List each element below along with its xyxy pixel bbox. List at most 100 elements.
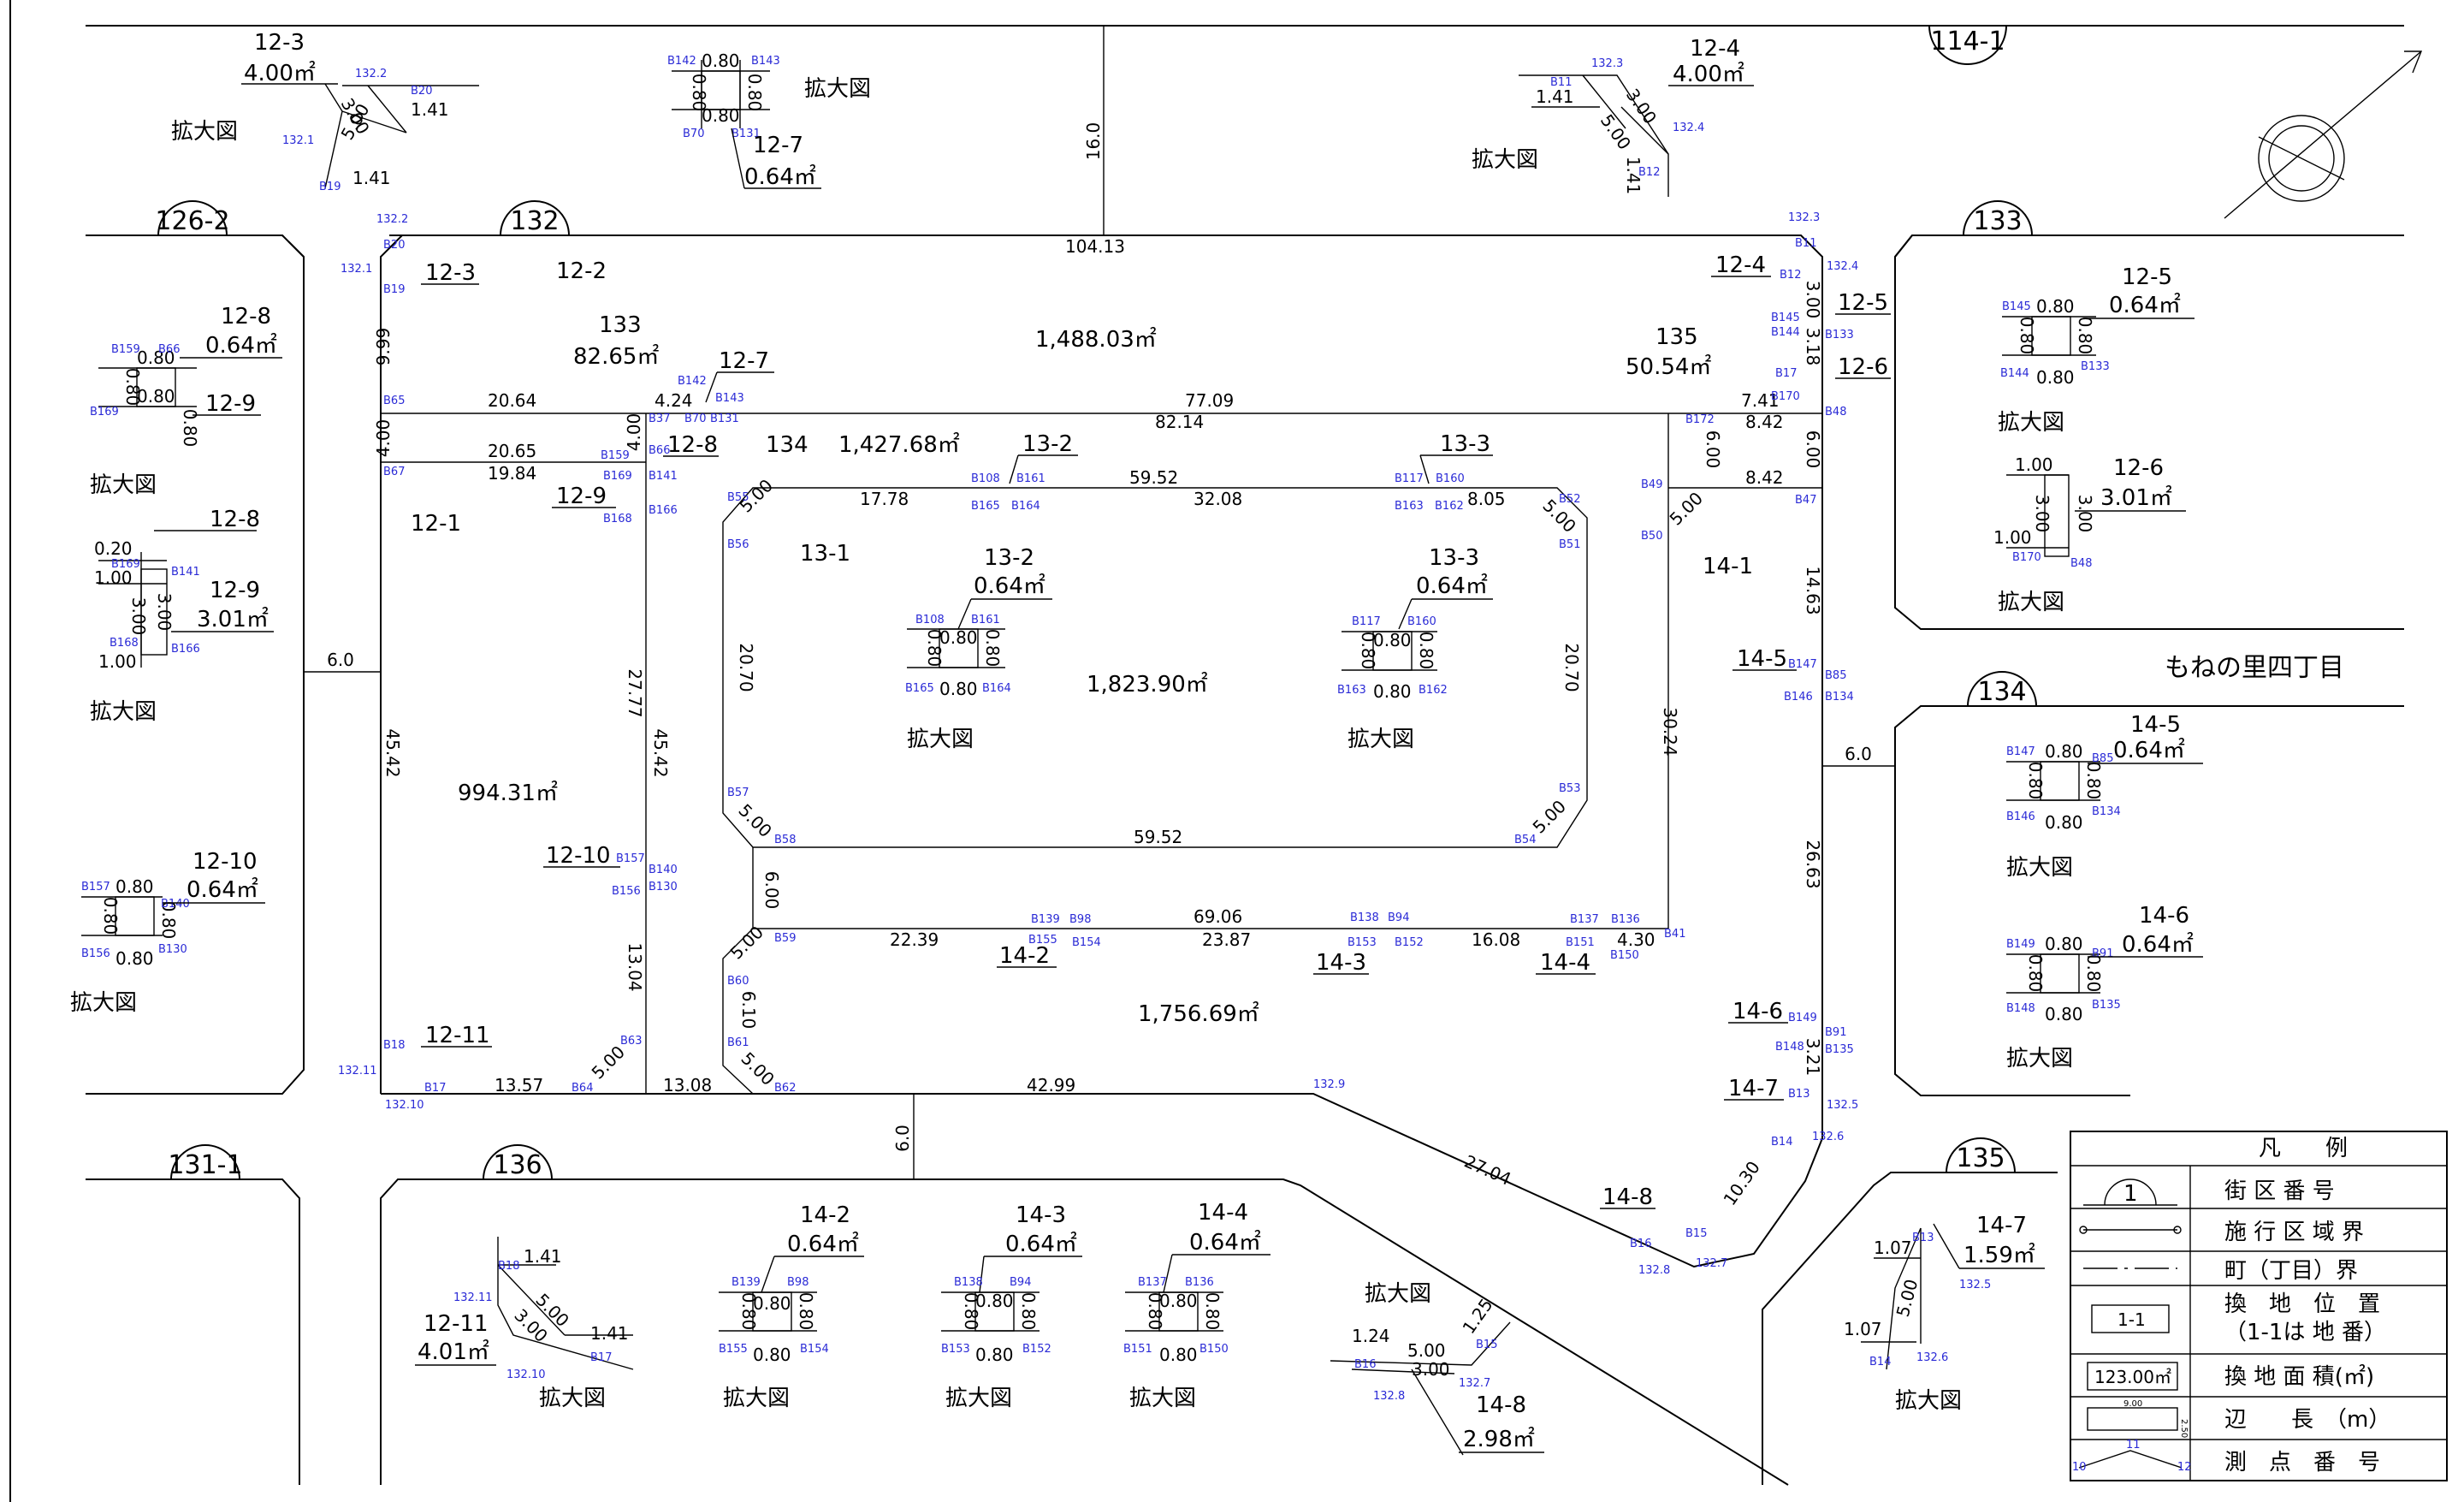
- legend-row-block-number: 街 区 番 号: [2224, 1178, 2335, 1204]
- dim: 9.99: [373, 328, 394, 366]
- inset-area: 0.64㎡: [2113, 738, 2185, 763]
- pt: 132.3: [1591, 57, 1623, 70]
- inset-14-6: 0.80 0.80 0.80 0.80 B149 B91 B148 B135 1…: [2006, 903, 2203, 1072]
- pt: B153: [941, 1343, 970, 1356]
- pt: B94: [1010, 1276, 1031, 1289]
- pt: B85: [1825, 669, 1846, 682]
- inset-12-3: 12-3 4.00㎡ 3.00 5.00 1.41 1.41 132.1 132…: [171, 30, 479, 193]
- pt: 132.2: [376, 213, 408, 226]
- dim: 14.63: [1803, 566, 1823, 614]
- inset-tag: 13-2: [984, 545, 1034, 571]
- pt: B12: [1638, 166, 1660, 179]
- legend-symbol-length-side: 2.50: [2179, 1419, 2189, 1438]
- pt: B16: [1354, 1358, 1376, 1371]
- lot-12-2: 12-2: [556, 258, 607, 284]
- pt: B168: [603, 513, 632, 525]
- inset-dim: 0.80: [2045, 1004, 2083, 1024]
- inset-area: 0.64㎡: [2122, 932, 2194, 958]
- pt: B145: [1771, 312, 1800, 324]
- pt: B150: [1199, 1343, 1229, 1356]
- inset-area: 0.64㎡: [787, 1232, 859, 1257]
- pt: B170: [1771, 390, 1800, 403]
- pt: B63: [620, 1035, 642, 1048]
- inset-enlarged-label: 拡大図: [2006, 1046, 2073, 1072]
- inset-dim: 3.00: [1412, 1359, 1450, 1380]
- pt: B133: [2081, 360, 2110, 373]
- pt: B161: [971, 614, 1000, 626]
- pt: B56: [727, 538, 749, 551]
- pt: B19: [319, 181, 341, 193]
- pt: B108: [971, 472, 1000, 485]
- inset-enlarged-label: 拡大図: [90, 472, 157, 498]
- dim: 4.30: [1617, 929, 1656, 950]
- tag-12-10: 12-10: [546, 843, 611, 869]
- dim: 59.52: [1129, 467, 1178, 488]
- pt: 132.4: [1827, 260, 1858, 273]
- lot-133: 133: [599, 312, 642, 338]
- pt: B169: [603, 470, 632, 483]
- inset-14-2: 14-2 0.64㎡ 0.80 0.80 0.80 0.80 B139 B98 …: [719, 1202, 864, 1411]
- inset-dim: 0.80: [753, 1293, 791, 1314]
- dim: 8.05: [1467, 489, 1506, 509]
- dim: 4.00: [373, 419, 394, 458]
- pt: B52: [1559, 493, 1580, 506]
- north-compass-icon: [2224, 50, 2423, 219]
- inset-dim: 0.80: [961, 1292, 981, 1331]
- inset-dim: 1.41: [1536, 86, 1574, 107]
- inset-area: 0.64㎡: [1005, 1232, 1077, 1257]
- dim: 30.24: [1660, 707, 1680, 756]
- dim: 13.57: [495, 1075, 543, 1095]
- dim: 17.78: [860, 489, 909, 509]
- pt: B148: [1775, 1041, 1804, 1054]
- pt: B47: [1795, 494, 1816, 507]
- dim: 8.42: [1745, 467, 1784, 488]
- pt: B48: [2070, 557, 2092, 570]
- legend-row-lot-note: （1-1は 地 番）: [2224, 1320, 2386, 1345]
- south-road-width: 6.0: [892, 1125, 913, 1152]
- inset-dim: 5.00: [1407, 1340, 1446, 1361]
- inset-dim: 3.00: [2075, 495, 2095, 533]
- pt: B58: [774, 834, 796, 846]
- tag-12-9: 12-9: [556, 484, 607, 509]
- dim: 32.08: [1194, 489, 1242, 509]
- pt: B66: [158, 343, 180, 356]
- dim: 23.87: [1202, 929, 1251, 950]
- pt: B134: [2092, 805, 2121, 818]
- pt: B147: [2006, 745, 2035, 758]
- inset-tag: 14-4: [1198, 1200, 1248, 1226]
- pt: B144: [2000, 367, 2029, 380]
- pt: B136: [1185, 1276, 1214, 1289]
- block-126-2-label: 126-2: [155, 206, 229, 236]
- pt: B130: [649, 881, 678, 893]
- pt: B15: [1476, 1339, 1497, 1351]
- inset-dim: 0.80: [975, 1345, 1014, 1365]
- pt: B153: [1348, 936, 1377, 949]
- inset-dim: 0.80: [2083, 762, 2104, 800]
- inset-dim: 1.07: [1874, 1238, 1912, 1258]
- inset-dim: 0.80: [2075, 317, 2095, 355]
- inset-enlarged-label: 拡大図: [1895, 1388, 1962, 1414]
- block-number-badges: 126-2 132 114-1 133 134 131-1 136 135: [155, 25, 2037, 1180]
- pt: B164: [1011, 500, 1040, 513]
- pt: B156: [612, 885, 641, 898]
- pt: B168: [110, 637, 139, 650]
- pt: 132.5: [1959, 1279, 1991, 1291]
- pt: B165: [971, 500, 1000, 513]
- inset-dim: 1.00: [2015, 454, 2053, 475]
- inset-dim: 3.00: [128, 597, 149, 636]
- dim: 45.42: [382, 728, 403, 777]
- dim: 82.14: [1155, 412, 1204, 432]
- block-136-label: 136: [493, 1150, 542, 1180]
- inset-enlarged-label: 拡大図: [2006, 855, 2073, 881]
- inset-area: 3.01㎡: [2100, 485, 2172, 511]
- pt: B117: [1352, 615, 1381, 628]
- pt: B62: [774, 1082, 796, 1095]
- pt: 132.7: [1459, 1377, 1490, 1390]
- north-road-width: 16.0: [1083, 122, 1104, 161]
- tag-14-8: 14-8: [1602, 1184, 1653, 1210]
- pt: B148: [2006, 1002, 2035, 1015]
- inset-dim: 1.00: [94, 567, 133, 588]
- pt: B20: [411, 85, 432, 98]
- legend-symbol-area: 123.00㎡: [2094, 1367, 2171, 1387]
- pt: B98: [1069, 913, 1091, 926]
